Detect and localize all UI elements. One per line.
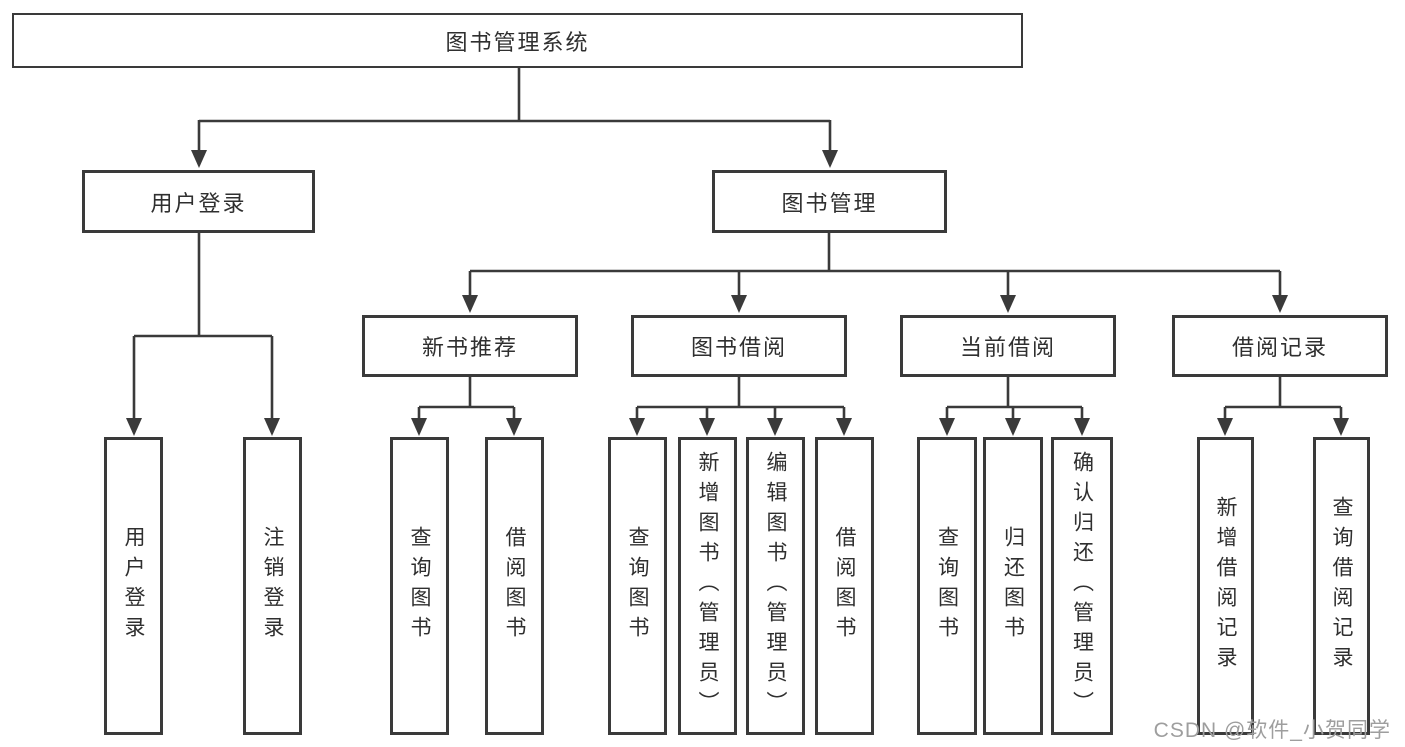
leaf-edit-book-admin: 编辑图书（管理员） [746,437,805,735]
node-label: 编辑图书（管理员） [764,451,787,721]
node-label: 新增图书（管理员） [696,451,719,721]
node-label: 借阅图书 [503,526,526,646]
node-label: 图书管理 [781,190,878,216]
node-label: 注销登录 [261,526,284,646]
node-label: 新增借阅记录 [1214,496,1237,676]
leaf-borrow-books-borrowing: 借阅图书 [815,437,874,735]
leaf-user-login: 用户登录 [104,437,163,735]
node-label: 归还图书 [1001,526,1025,646]
node-borrowing-records: 借阅记录 [1172,315,1388,377]
node-label: 用户登录 [122,526,145,646]
node-label: 借阅图书 [833,526,856,646]
leaf-query-borrow-record: 查询借阅记录 [1313,437,1370,735]
node-label: 查询借阅记录 [1330,496,1353,676]
leaf-add-borrow-record: 新增借阅记录 [1197,437,1254,735]
node-book-management-branch: 图书管理 [712,170,947,233]
node-label: 图书管理系统 [445,29,590,55]
node-label: 新书推荐 [421,335,518,360]
node-label: 借阅记录 [1231,335,1328,360]
node-label: 确认归还（管理员） [1070,451,1094,721]
node-label: 查询图书 [935,526,959,646]
node-label: 用户登录 [150,190,247,216]
csdn-watermark: CSDN @软件_小贺同学 [1153,719,1391,742]
leaf-query-books-recommend: 查询图书 [390,437,449,735]
node-label: 查询图书 [626,526,649,646]
node-system-root: 图书管理系统 [12,13,1023,68]
node-current-borrowing: 当前借阅 [900,315,1116,377]
leaf-add-book-admin: 新增图书（管理员） [678,437,737,735]
node-label: 当前借阅 [959,335,1056,360]
node-label: 查询图书 [408,526,431,646]
node-user-login-branch: 用户登录 [82,170,315,233]
leaf-return-books: 归还图书 [983,437,1043,735]
node-book-borrowing: 图书借阅 [631,315,847,377]
leaf-confirm-return-admin: 确认归还（管理员） [1051,437,1113,735]
leaf-query-books-borrowing: 查询图书 [608,437,667,735]
leaf-logout: 注销登录 [243,437,302,735]
leaf-query-books-current: 查询图书 [917,437,977,735]
node-label: 图书借阅 [690,335,787,360]
leaf-borrow-books-recommend: 借阅图书 [485,437,544,735]
node-new-book-recommend: 新书推荐 [362,315,578,377]
